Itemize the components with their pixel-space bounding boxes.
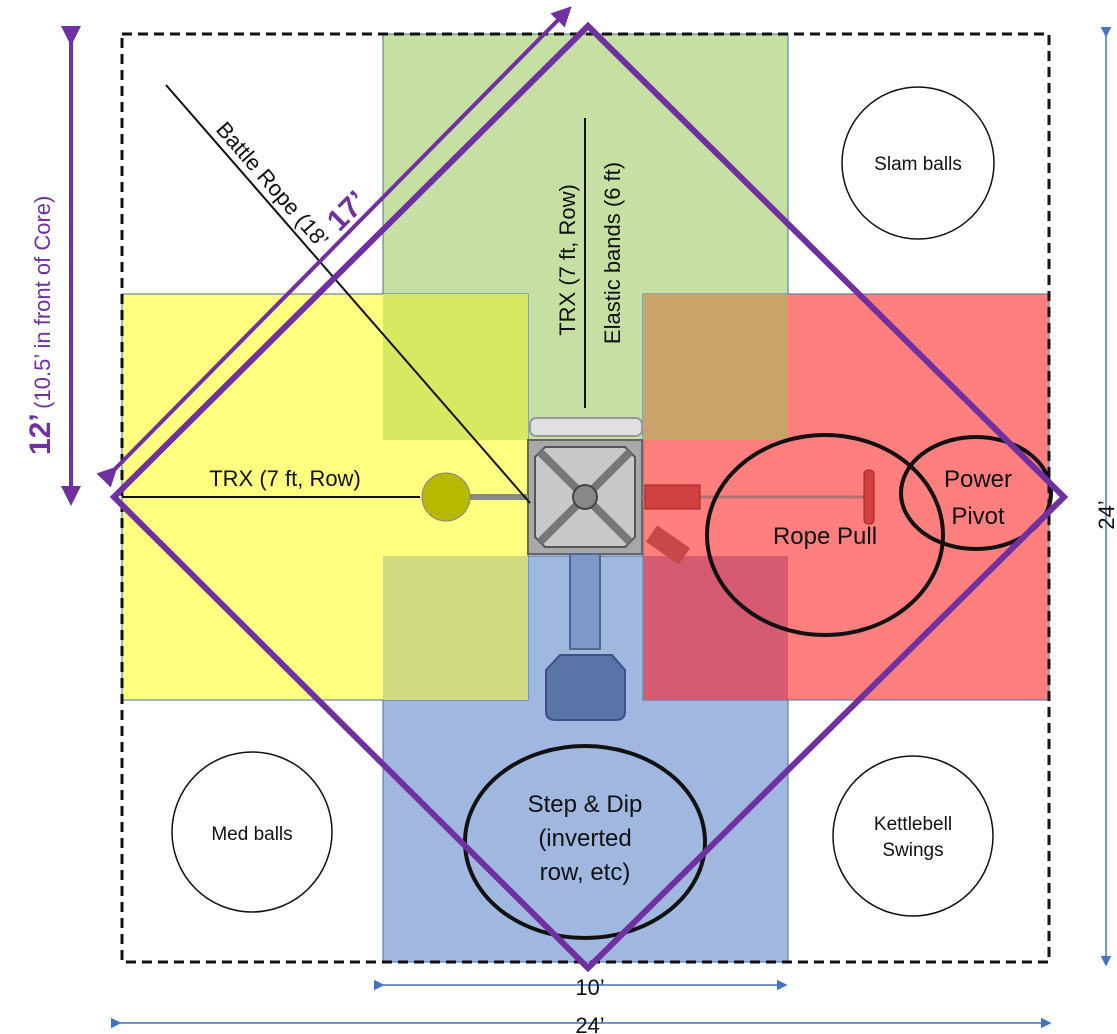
svg-text:24’: 24’ [575, 1013, 604, 1034]
svg-text:Kettlebell: Kettlebell [874, 814, 952, 835]
svg-text:Med balls: Med balls [211, 824, 292, 845]
blue-dimensions: 10’ 24’ 24’ [111, 27, 1117, 1034]
step-platform [545, 654, 626, 721]
svg-text:Pivot: Pivot [951, 503, 1005, 530]
rope-pull-handle [863, 469, 875, 525]
svg-text:Swings: Swings [882, 840, 943, 861]
svg-text:(inverted: (inverted [538, 825, 631, 852]
svg-text:Step & Dip: Step & Dip [528, 791, 643, 818]
slam-balls-circle [841, 86, 995, 240]
svg-text:Power: Power [944, 466, 1012, 493]
diagonal-arrow [96, 6, 572, 488]
svg-text:row, etc): row, etc) [540, 859, 631, 886]
power-pivot-ellipse [899, 435, 1053, 551]
overlap-blue-red [643, 556, 788, 700]
overlap-blue-yellow [383, 556, 528, 700]
med-balls-circle [171, 751, 333, 913]
svg-text:Battle Rope (18’: Battle Rope (18’ [211, 117, 333, 252]
svg-text:Elastic bands (6 ft): Elastic bands (6 ft) [600, 162, 625, 344]
svg-text:TRX (7 ft, Row): TRX (7 ft, Row) [555, 184, 580, 336]
kettlebell-circle [832, 755, 994, 917]
trx-anchor-left [421, 472, 471, 522]
svg-text:TRX (7 ft, Row): TRX (7 ft, Row) [209, 466, 361, 491]
left-dimension-label: 12’ (10.5’ in front of Core) [24, 196, 57, 455]
svg-text:Slam balls: Slam balls [874, 154, 962, 175]
circle-zones: Slam balls Med balls Kettlebell Swings [171, 86, 995, 917]
overlap-green-red [643, 294, 788, 440]
rope-pull-ellipse [705, 433, 945, 637]
svg-text:10’: 10’ [575, 975, 604, 1000]
svg-text:24’: 24’ [1094, 500, 1117, 529]
svg-text:Rope Pull: Rope Pull [773, 523, 877, 550]
